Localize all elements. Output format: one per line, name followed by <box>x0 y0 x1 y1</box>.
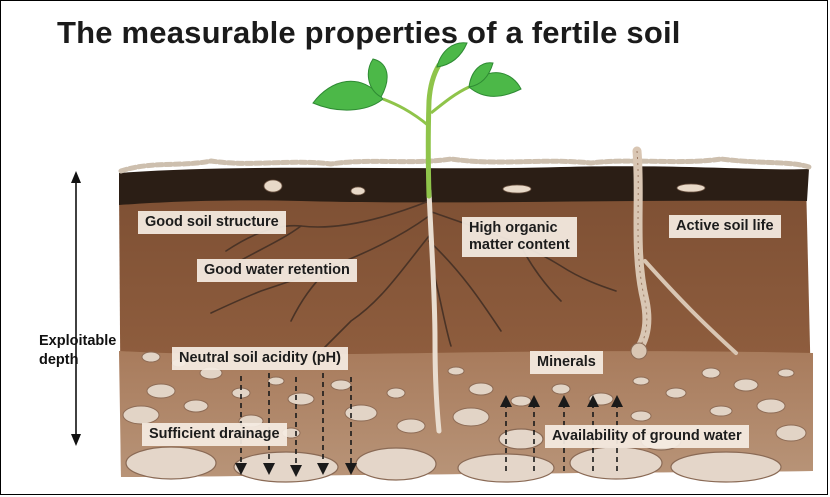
page-title: The measurable properties of a fertile s… <box>57 15 681 51</box>
label-drainage: Sufficient drainage <box>142 423 287 446</box>
label-soil-acidity: Neutral soil acidity (pH) <box>172 347 348 370</box>
topsoil-band <box>119 166 809 205</box>
depth-arrow <box>71 171 81 446</box>
label-organic-line1: High organic <box>469 220 570 237</box>
exploitable-depth-line1: Exploitable <box>39 332 116 351</box>
label-organic-line2: matter content <box>469 237 570 254</box>
label-minerals: Minerals <box>530 351 603 374</box>
leaves <box>313 43 521 110</box>
exploitable-depth-line2: depth <box>39 351 116 370</box>
coiled-worm <box>631 343 647 359</box>
label-organic-matter: High organic matter content <box>462 217 577 257</box>
label-soil-life: Active soil life <box>669 215 781 238</box>
label-water-retention: Good water retention <box>197 259 357 282</box>
label-soil-structure: Good soil structure <box>138 211 286 234</box>
exploitable-depth-label: Exploitable depth <box>39 332 116 370</box>
label-ground-water: Availability of ground water <box>545 425 749 448</box>
